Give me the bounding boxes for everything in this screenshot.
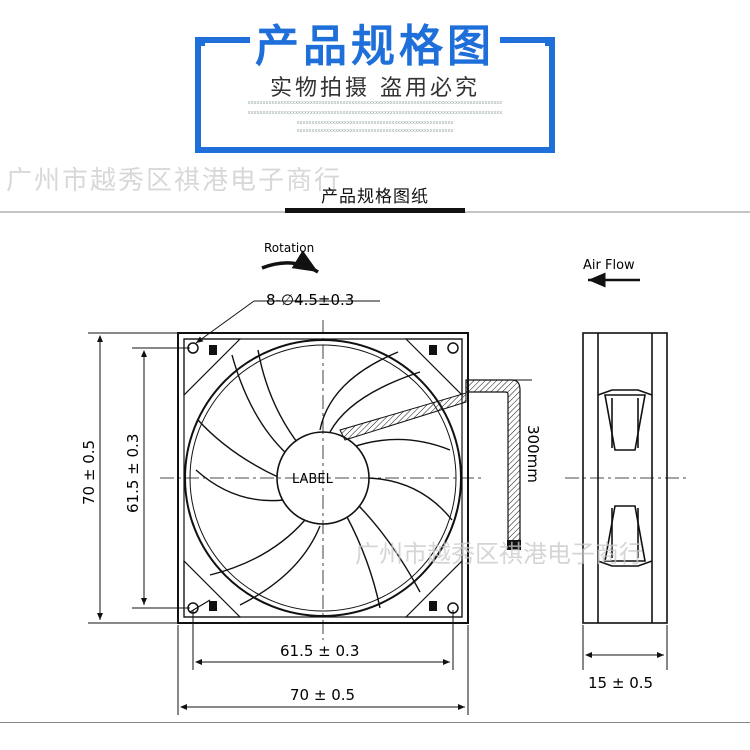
inner-dim-vertical-label: 61.5 ± 0.3: [124, 434, 142, 513]
company-watermark-overlay: 广州市越秀区祺港电子商行: [355, 540, 643, 568]
thickness-dim-label: 15 ± 0.5: [588, 674, 653, 692]
page-title: 产品规格图: [255, 21, 495, 72]
center-lines: [160, 320, 690, 640]
hub-label: LABEL: [292, 472, 334, 487]
hole-spec-label: 8-∅4.5±0.3: [266, 291, 354, 309]
section-label: 产品规格图纸: [321, 187, 429, 207]
rotation-arrow: [261, 250, 319, 274]
fine-print-line-3: xxxxxxxxxxxxxxxxxxxxxxxxxxxxxxxxxxxxxxxx…: [296, 120, 454, 126]
fan-blades: [195, 349, 453, 609]
fine-print-line-1: xxxxxxxxxxxxxxxxxxxxxxxxxxxxxxxxxxxxxxxx…: [247, 100, 503, 106]
page-subtitle: 实物拍摄 盗用必究: [270, 76, 480, 101]
dimension-lines: [88, 332, 668, 715]
fan-side-view: [582, 332, 668, 624]
fine-print-line-4: xxxxxxxxxxxxxxxxxxxxxxxxxxxxxxxxxxxxxxxx…: [296, 128, 454, 134]
company-watermark: 广州市越秀区祺港电子商行: [6, 166, 343, 196]
bottom-divider: [0, 722, 750, 723]
cable: [465, 379, 521, 549]
cable-length-label: 300mm: [524, 425, 542, 483]
banner-frame: [0, 37, 750, 213]
inner-dim-horizontal-label: 61.5 ± 0.3: [280, 642, 359, 660]
airflow-label: Air Flow: [583, 258, 635, 273]
fine-print-line-2: xxxxxxxxxxxxxxxxxxxxxxxxxxxxxxxxxxxxxxxx…: [247, 110, 503, 116]
fan-front-view: [177, 332, 521, 624]
rotation-label: Rotation: [264, 241, 314, 255]
mounting-holes: [183, 338, 463, 618]
header-banner: 产品规格图 实物拍摄 盗用必究 xxxxxxxxxxxxxxxxxxxxxxxx…: [0, 0, 750, 215]
outer-dim-horizontal-label: 70 ± 0.5: [290, 686, 355, 704]
outer-dim-vertical-label: 70 ± 0.5: [80, 440, 98, 505]
